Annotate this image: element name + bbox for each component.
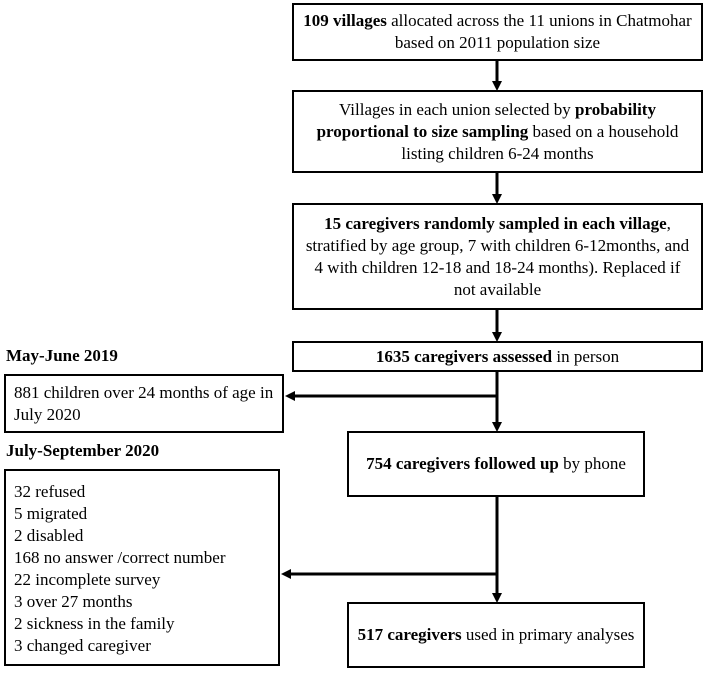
phase-label-1: May-June 2019 [6,346,118,365]
sampling-text: , stratified by age group, 7 with childr… [305,213,690,299]
exclusion-item: 3 changed caregiver [14,636,151,655]
phase-label-2: July-September 2020 [6,441,160,460]
exclusion-box-1: 881 children over 24 months of age in Ju… [4,374,284,433]
assessed-box: 1635 caregivers assessed in person [292,341,703,372]
final-text: used in primary analyses [461,625,635,644]
exclusion-item: 3 over 27 months [14,592,133,611]
exclusion-item: 5 migrated [14,504,88,523]
exclusion-item: 2 disabled [14,526,84,545]
selection-bold: probability proportional to size samplin… [316,99,656,141]
exclusion-item: 32 refused [14,482,86,501]
final-bold: 517 caregivers [357,625,462,644]
assessed-bold: 1635 caregivers assessed [375,346,553,366]
selection-post: based on a household listing children 6-… [401,121,679,163]
exclusion-item: 168 no answer /correct number [14,548,226,567]
exclusion-item: 2 sickness in the family [14,614,175,633]
sampling-bold: 15 caregivers randomly sampled in each v… [324,213,667,233]
followed-box: 754 caregivers followed up by phone [347,431,645,497]
villages-bold: 109 villages [303,11,387,30]
selection-box: Villages in each union selected by proba… [292,90,703,173]
exclusion1-text: 881 children over 24 months of age in Ju… [14,382,274,424]
exclusion-item: 22 incomplete survey [14,570,161,589]
villages-box: 109 villages allocated across the 11 uni… [292,3,703,61]
exclusion-box-2: 32 refused 5 migrated 2 disabled 168 no … [4,469,280,666]
selection-pre: Villages in each union selected by [339,99,576,119]
followed-text: by phone [558,454,626,473]
followed-bold: 754 caregivers followed up [366,454,559,473]
assessed-text: in person [552,346,620,366]
final-box: 517 caregivers used in primary analyses [347,602,645,668]
sampling-box: 15 caregivers randomly sampled in each v… [292,203,703,310]
villages-text: allocated across the 11 unions in Chatmo… [386,11,692,52]
